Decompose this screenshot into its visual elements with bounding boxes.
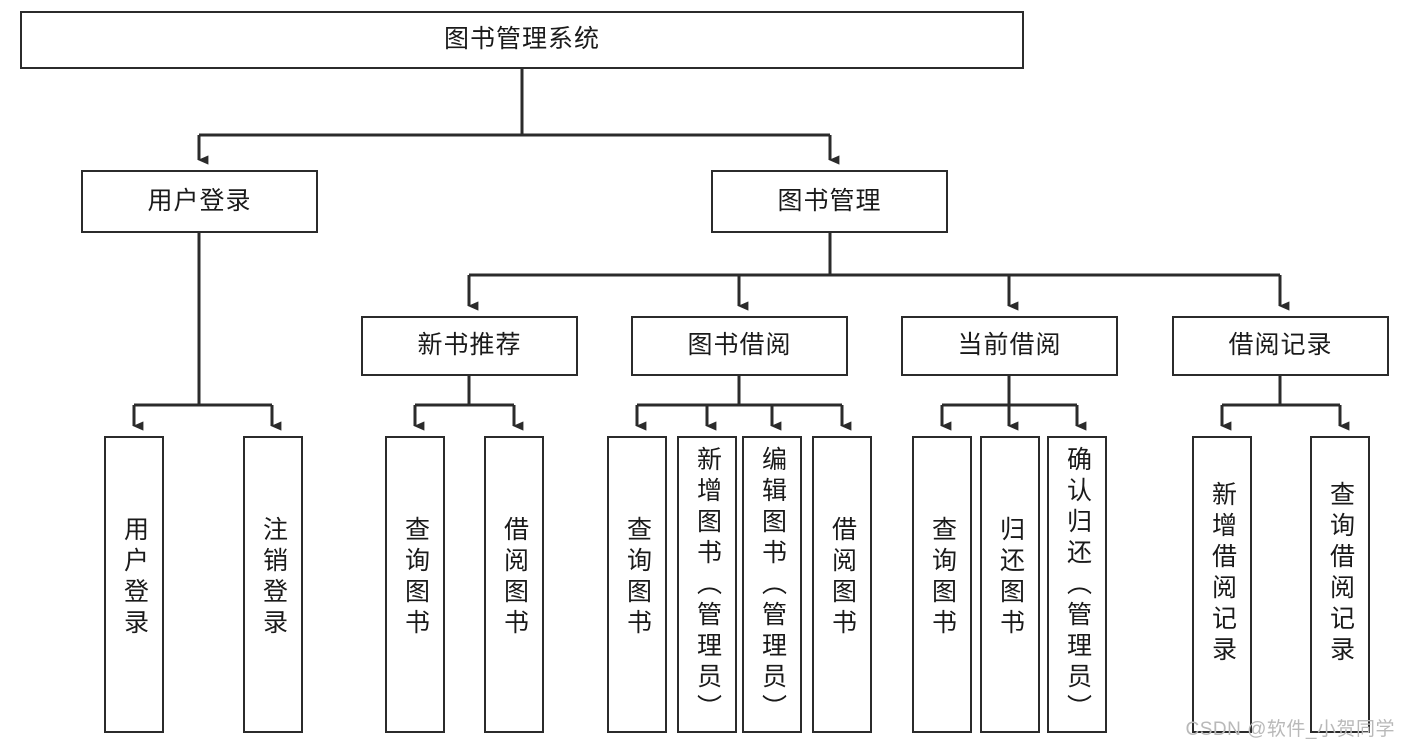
node-label: 用户登录 <box>147 186 252 215</box>
csdn-watermark: CSDN @软件_小贺同学 <box>1185 719 1395 740</box>
node-label: 新增借阅记录 <box>1208 481 1237 667</box>
node-leaf-return-book[interactable]: 归还图书 <box>980 436 1040 733</box>
node-label: 用户登录 <box>120 516 149 640</box>
node-leaf-add-record[interactable]: 新增借阅记录 <box>1192 436 1252 733</box>
node-label: 注销登录 <box>259 516 288 640</box>
node-current-borrow[interactable]: 当前借阅 <box>901 316 1118 376</box>
node-book-manage[interactable]: 图书管理 <box>711 170 948 233</box>
node-borrow-record[interactable]: 借阅记录 <box>1172 316 1389 376</box>
node-leaf-query-record[interactable]: 查询借阅记录 <box>1310 436 1370 733</box>
node-label: 图书借阅 <box>687 331 792 360</box>
node-label: 借阅图书 <box>500 516 529 640</box>
node-label: 图书管理系统 <box>443 25 600 54</box>
node-leaf-query-book-3[interactable]: 查询图书 <box>912 436 972 733</box>
node-label: 归还图书 <box>996 516 1025 640</box>
node-label: 借阅记录 <box>1228 331 1333 360</box>
node-book-borrow[interactable]: 图书借阅 <box>631 316 848 376</box>
node-leaf-logout-login[interactable]: 注销登录 <box>243 436 303 733</box>
node-label: 新增图书（管理员） <box>693 446 722 725</box>
node-label: 编辑图书（管理员） <box>758 446 787 725</box>
node-new-book-recommend[interactable]: 新书推荐 <box>361 316 578 376</box>
node-leaf-user-login[interactable]: 用户登录 <box>104 436 164 733</box>
node-leaf-confirm-return[interactable]: 确认归还（管理员） <box>1047 436 1107 733</box>
node-leaf-edit-book[interactable]: 编辑图书（管理员） <box>742 436 802 733</box>
node-label: 查询图书 <box>623 516 652 640</box>
node-leaf-query-book-1[interactable]: 查询图书 <box>385 436 445 733</box>
node-leaf-add-book[interactable]: 新增图书（管理员） <box>677 436 737 733</box>
node-label: 查询图书 <box>401 516 430 640</box>
node-leaf-borrow-book-2[interactable]: 借阅图书 <box>812 436 872 733</box>
node-label: 查询借阅记录 <box>1326 481 1355 667</box>
node-user-login[interactable]: 用户登录 <box>81 170 318 233</box>
node-root-book-management-system[interactable]: 图书管理系统 <box>20 11 1024 69</box>
node-label: 借阅图书 <box>828 516 857 640</box>
node-leaf-query-book-2[interactable]: 查询图书 <box>607 436 667 733</box>
node-label: 当前借阅 <box>957 331 1062 360</box>
node-label: 查询图书 <box>928 516 957 640</box>
node-leaf-borrow-book-1[interactable]: 借阅图书 <box>484 436 544 733</box>
node-label: 确认归还（管理员） <box>1063 446 1092 725</box>
node-label: 图书管理 <box>777 186 882 215</box>
node-label: 新书推荐 <box>417 331 522 360</box>
